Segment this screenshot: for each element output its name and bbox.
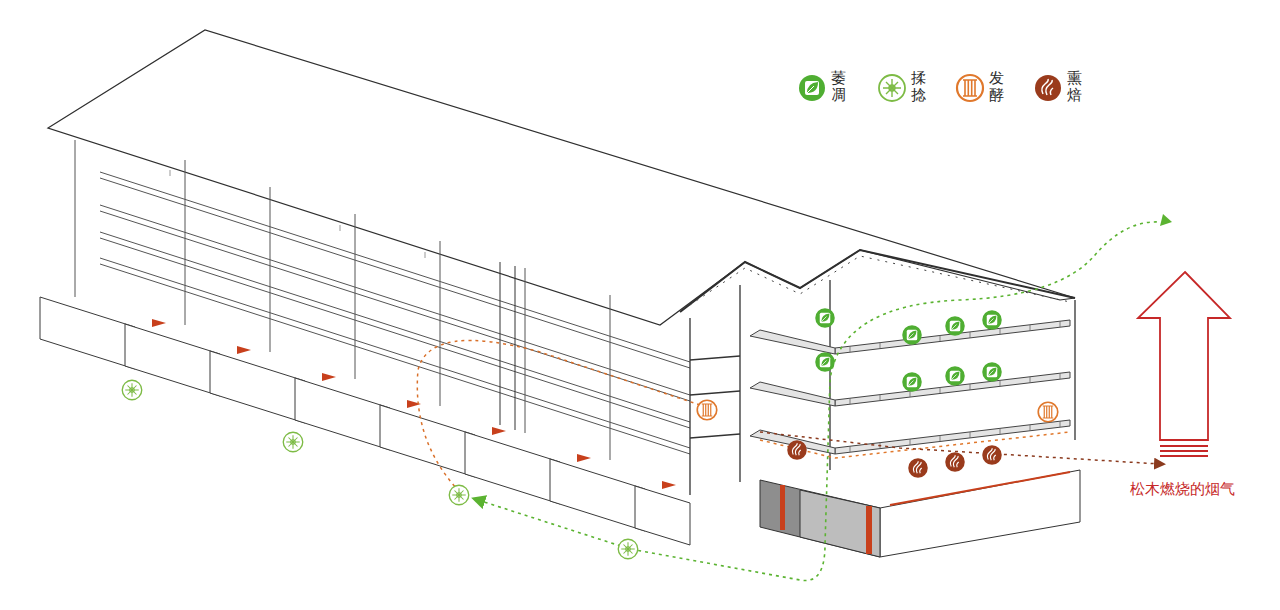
process-icons-part [618, 539, 638, 559]
legend-text: 熏焙 [1067, 70, 1082, 103]
legend-icons-part [799, 75, 825, 101]
section-frame-part [690, 356, 740, 438]
front-wall-part [100, 172, 690, 368]
warm-air-path [417, 340, 700, 490]
drying-rack-part [750, 330, 835, 354]
front-wall-part [100, 232, 690, 428]
process-icons-part [945, 452, 965, 472]
rack-grid-part [850, 421, 1060, 452]
rack-grid [850, 321, 1060, 452]
process-icons-part [449, 485, 469, 505]
drying-rack-part [835, 420, 1070, 454]
pedestal-row-part [635, 486, 690, 545]
process-icons-part [982, 445, 1002, 465]
process-icons-part [1038, 402, 1058, 422]
process-icons-part [945, 366, 965, 386]
roof-part [680, 250, 1075, 312]
drying-rack-part [750, 382, 835, 406]
legend-text: 萎凋 [831, 70, 846, 103]
process-icons-part [982, 310, 1002, 330]
airflow-arrowhead [1160, 214, 1172, 226]
legend-icons-part [1035, 75, 1061, 101]
furnace-base-part [800, 490, 880, 557]
roof-part [690, 256, 1070, 305]
process-icons-part [902, 325, 922, 345]
legend-text: 发酵 [989, 70, 1004, 103]
legend-entry: 萎凋 [831, 70, 846, 103]
legend-entry: 发酵 [989, 70, 1004, 103]
process-icons [122, 308, 1058, 559]
section-frame [690, 280, 1075, 495]
front-wall-part [100, 205, 690, 401]
rising-arrow [1138, 272, 1230, 456]
furnace-base-part [866, 506, 872, 554]
legend-text: 揉捻 [911, 70, 926, 103]
furnace-base-part [780, 485, 785, 530]
pedestal-row [40, 297, 690, 545]
furnace-base-part [880, 470, 1080, 557]
process-icons-part [902, 372, 922, 392]
airflow-path [478, 222, 1160, 581]
legend-entry: 熏焙 [1067, 70, 1082, 103]
furnace-base-part [760, 480, 880, 557]
legend-entry: 揉捻 [911, 70, 926, 103]
process-icons-part [122, 380, 142, 400]
process-icons-part [815, 308, 835, 328]
annotation-label: 松木燃烧的烟气 [1130, 480, 1235, 499]
furnace-base [760, 470, 1080, 557]
process-icons-part [982, 362, 1002, 382]
process-icons-part [815, 352, 835, 372]
front-wall-part [75, 140, 76, 297]
process-icons-part [697, 400, 717, 420]
rising-arrow-part [1138, 272, 1230, 440]
drying-rack [750, 320, 1070, 454]
section-frame-part [690, 280, 1075, 495]
legend-icons-part [879, 75, 905, 101]
roof [48, 30, 1075, 325]
heat-line [760, 432, 1070, 458]
process-icons-part [283, 432, 303, 452]
roof-part [48, 30, 1075, 325]
rising-arrow-part [1160, 446, 1208, 456]
front-wall-part [170, 170, 425, 258]
process-icons-part [908, 458, 928, 478]
process-icons-part [787, 440, 807, 460]
process-icons-part [945, 316, 965, 336]
legend-icons-part [957, 75, 983, 101]
